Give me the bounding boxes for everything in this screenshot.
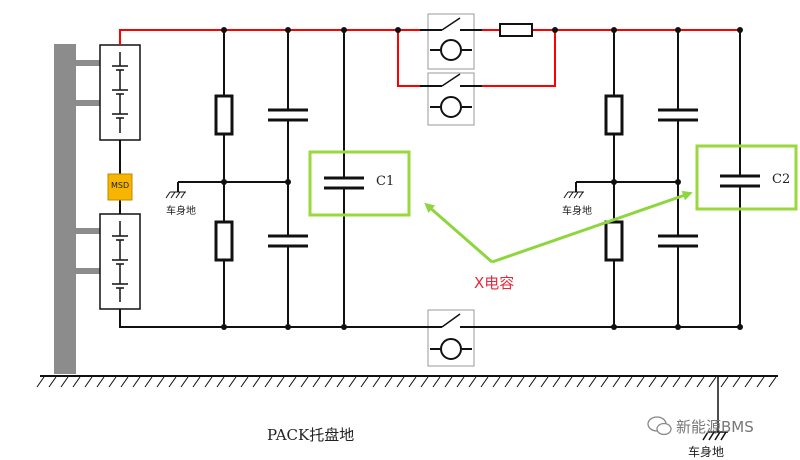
highlight-box-c1: [308, 150, 411, 217]
capacitor-c2: [720, 30, 760, 327]
junction-dots: [221, 27, 743, 330]
pack-frame: [54, 44, 100, 374]
msd-fuse: [107, 140, 133, 214]
highlight-box-c2: [695, 144, 798, 211]
wechat-icon: [647, 416, 672, 436]
chassis-ground-bottom: [702, 376, 728, 441]
chassis-ground-label-bottom: 车身地: [688, 445, 725, 459]
battery-module-top: [99, 44, 141, 141]
arrow-to-c1: [424, 202, 493, 264]
contactor-switch-icon: [420, 72, 482, 126]
right-y-network: [575, 30, 698, 327]
hv-negative-rail: [119, 309, 740, 328]
ground-icon: [165, 191, 186, 199]
pack-ground-label: PACK托盘地: [267, 426, 355, 444]
battery-module-bottom: [99, 213, 141, 310]
contactor-switch-icon: [420, 309, 482, 367]
capacitor-c1: [324, 30, 364, 327]
chassis-ground-label-left: 车身地: [166, 206, 196, 217]
msd-label: MSD: [111, 181, 130, 190]
chassis-ground-label-right: 车身地: [562, 206, 592, 217]
contactor-switch-icon: [420, 13, 482, 70]
x-capacitor-label: X电容: [474, 274, 515, 292]
arrow-to-c2: [491, 190, 693, 264]
watermark-text: 新能源BMS: [676, 418, 754, 436]
resistor-icon: [499, 23, 533, 37]
c1-label: C1: [376, 174, 395, 189]
c2-label: C2: [772, 172, 791, 187]
ground-icon: [563, 191, 584, 199]
left-y-network: [177, 30, 308, 327]
ground-line: [36, 375, 778, 388]
